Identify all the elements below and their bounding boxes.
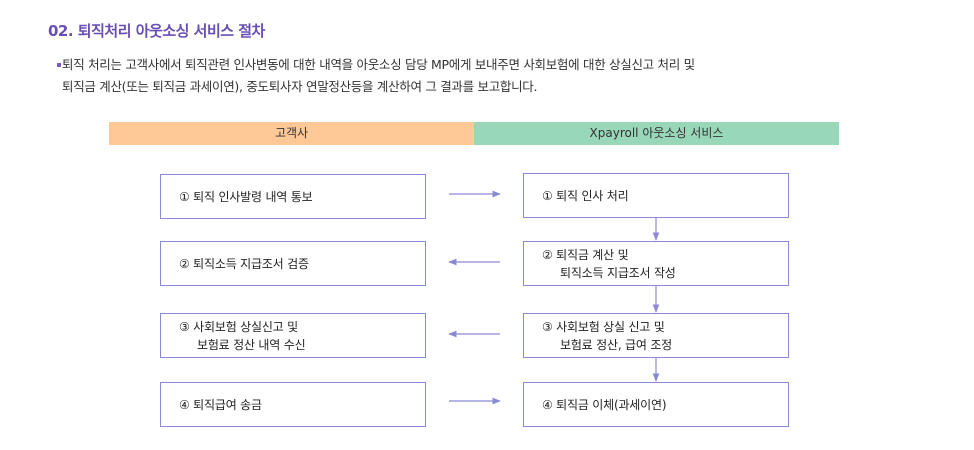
section-title: 02. 퇴직처리 아웃소싱 서비스 절차 xyxy=(48,22,265,40)
service-step-1-line1: ① 퇴직 인사 처리 xyxy=(542,188,629,203)
client-step-1: ① 퇴직 인사발령 내역 통보 xyxy=(160,174,426,219)
client-step-4-line1: ④ 퇴직급여 송금 xyxy=(179,397,262,412)
description-line-2: 퇴직금 계산(또는 퇴직금 과세이연), 중도퇴사자 연말정산등을 계산하여 그… xyxy=(62,79,538,94)
client-step-3: ③ 사회보험 상실신고 및 보험료 정산 내역 수신 xyxy=(160,313,426,358)
service-step-3-line1: ③ 사회보험 상실 신고 및 xyxy=(542,319,665,334)
service-step-3: ③ 사회보험 상실 신고 및 보험료 정산, 급여 조정 xyxy=(523,313,789,358)
client-step-1-line1: ① 퇴직 인사발령 내역 통보 xyxy=(179,189,313,204)
service-step-2-line2: 퇴직소득 지급조서 작성 xyxy=(560,265,676,280)
client-step-4: ④ 퇴직급여 송금 xyxy=(160,382,426,427)
section-description: 퇴직 처리는 고객사에서 퇴직관련 인사변동에 대한 내역을 아웃소싱 담당 M… xyxy=(57,54,862,98)
description-line-1: 퇴직 처리는 고객사에서 퇴직관련 인사변동에 대한 내역을 아웃소싱 담당 M… xyxy=(62,57,695,72)
client-step-3-line2: 보험료 정산 내역 수신 xyxy=(197,337,306,352)
service-step-2: ② 퇴직금 계산 및 퇴직소득 지급조서 작성 xyxy=(523,241,789,286)
service-header: Xpayroll 아웃소싱 서비스 xyxy=(474,122,839,145)
service-step-1: ① 퇴직 인사 처리 xyxy=(523,173,789,218)
service-step-2-line1: ② 퇴직금 계산 및 xyxy=(542,247,629,262)
service-step-4: ④ 퇴직금 이체(과세이연) xyxy=(523,382,789,427)
client-step-3-line1: ③ 사회보험 상실신고 및 xyxy=(179,319,298,334)
client-header: 고객사 xyxy=(109,122,474,145)
service-step-3-line2: 보험료 정산, 급여 조정 xyxy=(560,337,673,352)
client-step-2: ② 퇴직소득 지급조서 검증 xyxy=(160,241,426,286)
service-step-4-line1: ④ 퇴직금 이체(과세이연) xyxy=(542,397,667,412)
client-step-2-line1: ② 퇴직소득 지급조서 검증 xyxy=(179,256,309,271)
bullet-icon xyxy=(57,63,61,67)
